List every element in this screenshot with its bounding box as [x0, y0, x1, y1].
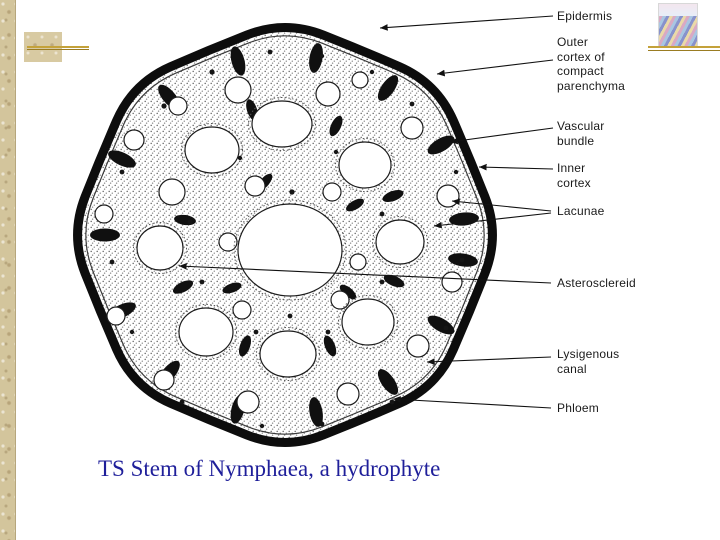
- stem-cross-section-drawing: [60, 10, 510, 460]
- label-lysigenous-canal: Lysigenous canal: [557, 347, 620, 376]
- idioblast-dots: [109, 49, 465, 429]
- gold-divider-line-right-shadow: [648, 50, 720, 51]
- gold-divider-line-left-shadow: [27, 49, 89, 50]
- label-outer-cortex: Outer cortex of compact parenchyma: [557, 35, 626, 93]
- label-vascular-bundle: Vascular bundle: [557, 119, 605, 148]
- corner-decoration-image: [658, 3, 698, 48]
- gold-divider-line-right: [648, 46, 720, 48]
- parchment-border: [0, 0, 16, 540]
- label-phloem: Phloem: [557, 401, 599, 415]
- slide-caption: TS Stem of Nymphaea, a hydrophyte: [98, 456, 441, 481]
- label-lacunae: Lacunae: [557, 204, 605, 218]
- gold-divider-line-left: [27, 46, 89, 48]
- label-asterosclereid: Asterosclereid: [557, 276, 636, 290]
- label-inner-cortex: Inner cortex: [557, 161, 591, 190]
- label-epidermis: Epidermis: [557, 9, 613, 23]
